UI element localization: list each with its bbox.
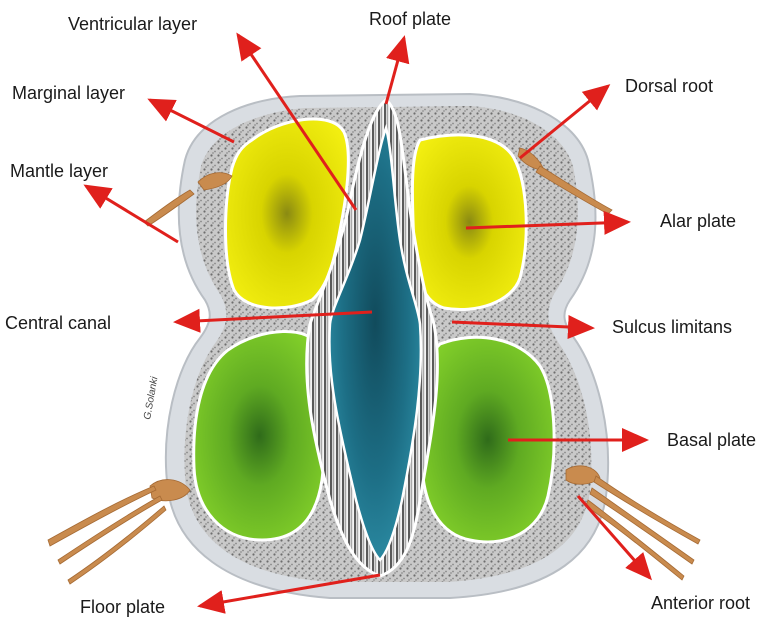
- label-basal-plate: Basal plate: [667, 431, 756, 449]
- label-anterior-root: Anterior root: [651, 594, 750, 612]
- label-ventricular-layer: Ventricular layer: [68, 15, 197, 33]
- label-marginal-layer: Marginal layer: [12, 84, 125, 102]
- label-central-canal: Central canal: [5, 314, 111, 332]
- label-dorsal-root: Dorsal root: [625, 77, 713, 95]
- anterior-root-left: [48, 480, 190, 584]
- label-roof-plate: Roof plate: [369, 10, 451, 28]
- label-alar-plate: Alar plate: [660, 212, 736, 230]
- label-floor-plate: Floor plate: [80, 598, 165, 616]
- label-sulcus-limitans: Sulcus limitans: [612, 318, 732, 336]
- artist-signature: G.Solanki: [142, 375, 160, 420]
- alar-plate-right: [412, 135, 526, 310]
- label-mantle-layer: Mantle layer: [10, 162, 108, 180]
